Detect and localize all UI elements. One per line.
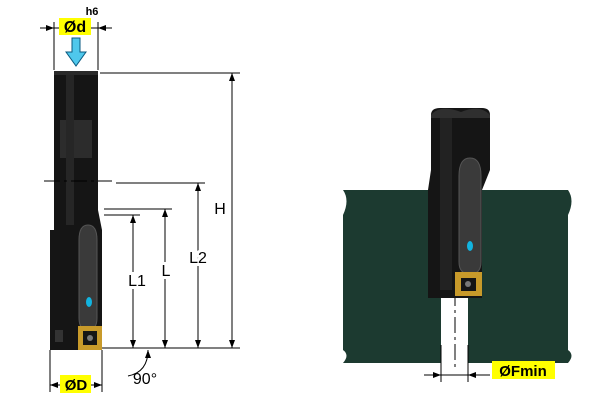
workpiece-right (468, 190, 572, 363)
od-arrow-right (98, 25, 106, 31)
l1-arrow-top (130, 215, 136, 223)
workpiece-left (343, 190, 441, 363)
l-arrow-bottom (162, 340, 168, 348)
chip-flute-right (458, 157, 482, 275)
fmin-arrow-right (468, 372, 476, 378)
total-length-label: H (214, 201, 226, 218)
cd-label-bg (60, 375, 91, 393)
l-arrow-top (162, 209, 168, 217)
shank-top-face (54, 71, 98, 75)
coolant-outlet (86, 297, 92, 307)
bore-application-view: ØFmin (343, 108, 572, 382)
chip-flute (78, 224, 98, 331)
tool-side-view: Ød h6 H L2 L L1 ØD (40, 6, 240, 394)
insert-seat-shadow (55, 330, 63, 342)
od-arrow-left (46, 25, 54, 31)
od-label-bg (59, 18, 91, 35)
min-bore-diameter-label: ØFmin (499, 363, 547, 380)
insert-screw-right (465, 281, 471, 287)
shank-flat (60, 120, 92, 158)
h-arrow-top (229, 73, 235, 81)
angle-arrow (145, 350, 151, 358)
clamp-arrow-icon (65, 37, 87, 67)
tolerance-label: h6 (86, 6, 99, 18)
shank-highlight (66, 75, 74, 225)
coolant-outlet-right (467, 241, 473, 251)
l2-arrow-bottom (195, 340, 201, 348)
h-arrow-bottom (229, 340, 235, 348)
cutting-diameter-label: ØD (65, 377, 88, 394)
l-label: L (162, 263, 171, 280)
l1-label: L1 (128, 273, 146, 290)
insert-screw (87, 335, 93, 341)
shank-diameter-label: Ød (64, 19, 86, 36)
angle-label: 90° (133, 371, 157, 388)
tool-shading (440, 118, 452, 290)
fmin-label-bg (492, 361, 555, 379)
l2-arrow-top (195, 183, 201, 191)
cd-arrow-left (50, 382, 58, 388)
cd-arrow-right (94, 382, 102, 388)
fmin-arrow-left (433, 372, 441, 378)
l2-label: L2 (189, 250, 207, 267)
tool-top-face (431, 108, 490, 118)
l1-arrow-bottom (130, 340, 136, 348)
